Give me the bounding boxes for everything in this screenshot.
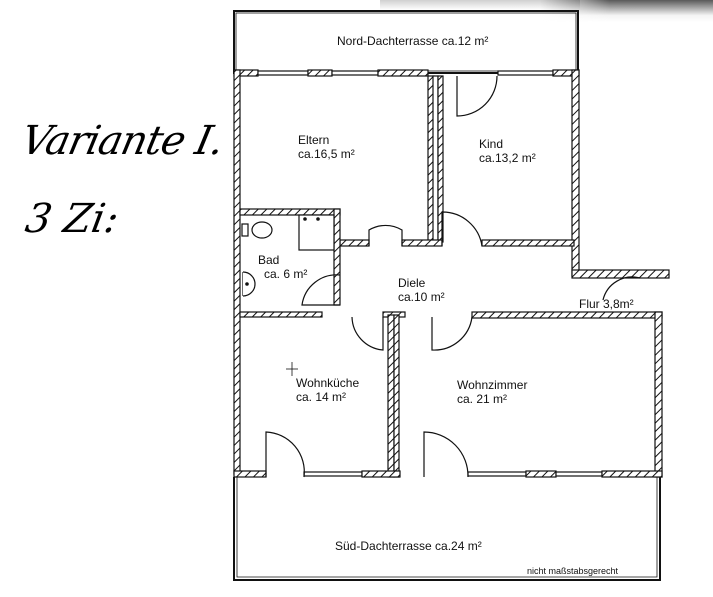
room-area: ca. 21 m² (457, 392, 508, 406)
eltern-room: Eltern ca.16,5 m² (298, 133, 355, 161)
room-area: ca. 6 m² (264, 267, 308, 281)
handwritten-subtitle: 3 Zi: (21, 196, 123, 242)
kind-room: Kind ca.13,2 m² (479, 137, 536, 165)
wohnkueche-room: Wohnküche ca. 14 m² (296, 376, 359, 404)
handwritten-title: Variante I. (17, 118, 228, 164)
room-area: ca.13,2 m² (479, 151, 536, 165)
diele-room: Diele ca.10 m² (398, 276, 445, 304)
scan-shadow-corner (540, 0, 713, 22)
room-name: Diele (398, 276, 426, 290)
room-area: ca. 14 m² (296, 390, 347, 404)
room-area: ca.10 m² (398, 290, 445, 304)
scan-shadow (380, 0, 580, 10)
room-area: ca.16,5 m² (298, 147, 355, 161)
room-name: Kind (479, 137, 504, 151)
sued-terrace-label: Süd-Dachterrasse ca.24 m² (335, 539, 482, 553)
room-name: Wohnzimmer (457, 378, 528, 392)
room-name: Eltern (298, 133, 330, 147)
nord-terrace-label: Nord-Dachterrasse ca.12 m² (337, 34, 489, 48)
wohnzimmer-room: Wohnzimmer ca. 21 m² (457, 378, 527, 406)
flur-label: Flur 3,8m² (579, 297, 634, 311)
room-name: Wohnküche (296, 376, 360, 390)
scale-note: nicht maßstabsgerecht (527, 566, 619, 576)
bad-room: Bad ca. 6 m² (258, 253, 307, 281)
room-name: Bad (258, 253, 280, 267)
